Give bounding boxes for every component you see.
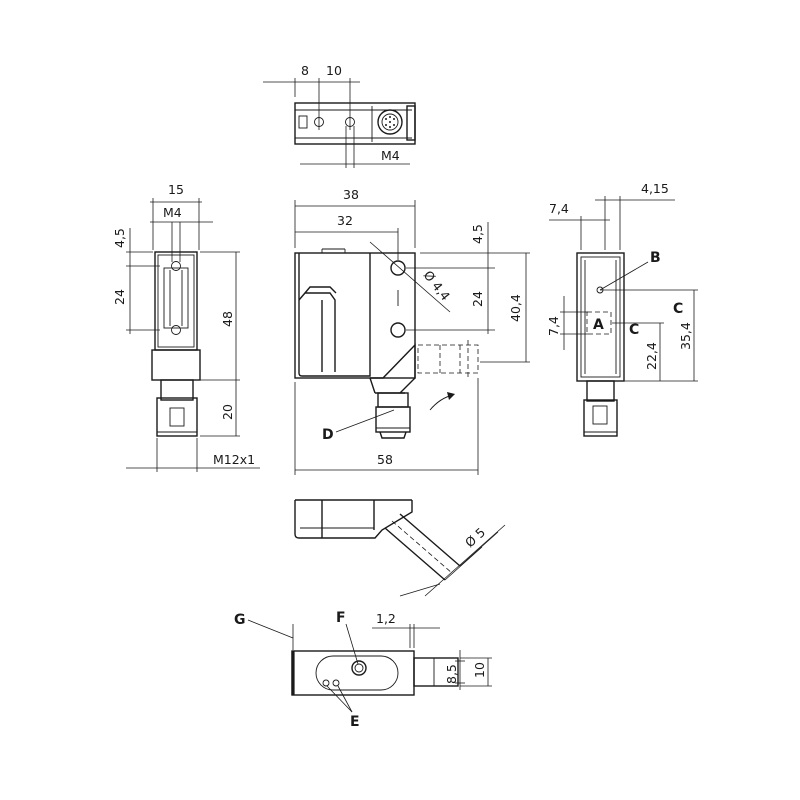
dim-front-24: 24 [470, 291, 485, 307]
label-c-inner: C [629, 322, 639, 338]
dim-top-m4: M4 [381, 148, 400, 163]
dim-right-7-4-side: 7,4 [546, 316, 561, 336]
dim-left-24: 24 [112, 289, 127, 305]
dim-cable-phi-5: Ø 5 [462, 525, 488, 551]
dim-right-22-4: 22,4 [644, 342, 659, 370]
left-view: 15 M4 4,5 24 48 20 M12x1 [112, 182, 260, 472]
dim-right-7-4-top: 7,4 [549, 201, 569, 216]
dim-left-4-5: 4,5 [112, 228, 127, 248]
dim-front-40-4: 40,4 [508, 294, 523, 322]
label-g: G [234, 612, 246, 628]
dim-front-4-5: 4,5 [470, 224, 485, 244]
label-f: F [336, 610, 346, 626]
front-view: 38 32 4,5 Ø 4,4 24 40,4 58 D [294, 187, 530, 475]
dim-left-15: 15 [168, 182, 184, 197]
dim-left-m12x1: M12x1 [213, 452, 255, 467]
dim-bottom-8-5: 8,5 [444, 664, 459, 684]
dim-bottom-10: 10 [472, 662, 487, 678]
dim-left-m4: M4 [163, 205, 182, 220]
cable-view: Ø 5 [294, 499, 506, 597]
dim-right-4-15: 4,15 [641, 181, 669, 196]
dim-front-phi-4-4: Ø 4,4 [421, 268, 454, 304]
dim-right-35-4: 35,4 [678, 322, 693, 350]
dim-left-48: 48 [220, 311, 235, 327]
label-d: D [322, 427, 334, 443]
label-b: B [650, 250, 661, 266]
dim-front-38: 38 [343, 187, 359, 202]
dim-left-20: 20 [220, 404, 235, 420]
dim-front-58: 58 [377, 452, 393, 467]
dim-front-32: 32 [337, 213, 353, 228]
label-c-right: C [673, 301, 683, 317]
label-e: E [350, 714, 360, 730]
dim-top-8: 8 [301, 63, 309, 78]
top-view: 8 10 M4 [263, 63, 416, 168]
dim-bottom-1-2: 1,2 [376, 611, 396, 626]
dim-top-10: 10 [326, 63, 342, 78]
bottom-view: 1,2 8,5 10 G F E [234, 610, 492, 730]
label-a: A [593, 317, 604, 333]
right-view: 4,15 7,4 7,4 22,4 35,4 A B C C [546, 181, 698, 437]
